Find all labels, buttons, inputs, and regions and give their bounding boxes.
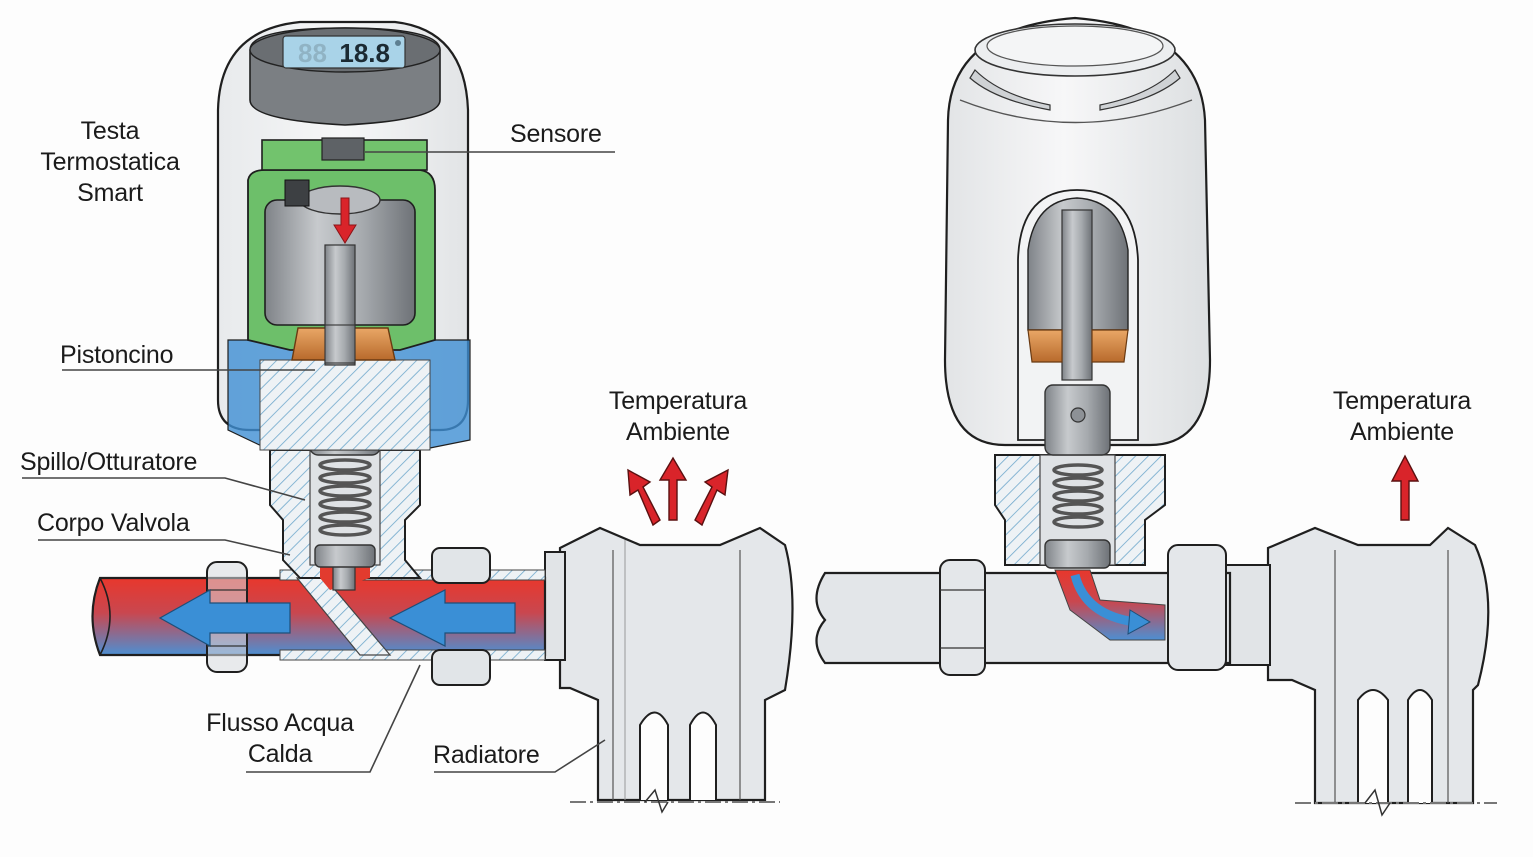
label-ambient-temp-left: Temperatura Ambiente — [588, 386, 768, 448]
label-hot-water-flow-line1: Flusso Acqua — [206, 709, 354, 737]
label-smart-head-line3: Smart — [77, 179, 143, 207]
valve-body-right — [994, 454, 1166, 569]
label-ambient-temp-right-line2: Ambiente — [1349, 418, 1454, 446]
label-piston: Pistoncino — [60, 341, 174, 369]
heat-arrow-left — [627, 468, 661, 527]
label-hot-water-flow-line2: Calda — [247, 740, 313, 768]
label-hot-water-flow: Flusso Acqua Calda — [190, 708, 370, 770]
leader-flusso — [246, 664, 421, 773]
svg-text:88: 88 — [298, 38, 327, 68]
pipe-nut-right — [431, 547, 491, 686]
label-sensor: Sensore — [510, 120, 602, 148]
heat-arrows-left — [627, 456, 729, 527]
label-valve-body: Corpo Valvola — [37, 509, 190, 537]
label-ambient-temp-right-line1: Temperatura — [1332, 387, 1472, 415]
leader-spillo — [22, 477, 306, 501]
heat-arrow-right — [694, 468, 729, 527]
radiator-right — [1224, 526, 1497, 817]
label-smart-head-line1: Testa — [80, 117, 140, 145]
heat-arrow-up — [1390, 454, 1420, 521]
label-ambient-temp-right: Temperatura Ambiente — [1312, 386, 1492, 448]
heat-arrows-right — [1390, 454, 1420, 521]
smart-head-right — [943, 16, 1212, 456]
label-ambient-temp-left-line1: Temperatura — [608, 387, 748, 415]
label-smart-head-line2: Termostatica — [40, 148, 180, 176]
heat-arrow-up — [658, 456, 688, 521]
heat-icon — [395, 40, 401, 46]
lcd-display — [282, 35, 406, 69]
label-pin-obturator: Spillo/Otturatore — [20, 448, 198, 476]
label-radiator: Radiatore — [433, 741, 540, 769]
flow-arrows-left — [158, 588, 516, 648]
label-ambient-temp-left-line2: Ambiente — [625, 418, 730, 446]
lcd-reading: 18.8 — [339, 38, 390, 68]
label-smart-head: Testa Termostatica Smart — [20, 116, 200, 209]
pipe-right — [815, 544, 1232, 676]
left-panel-open-valve: 18.8 88 — [22, 20, 794, 814]
leader-corpo — [38, 539, 291, 556]
leader-radiatore — [434, 739, 606, 773]
smart-head-left: 18.8 88 — [216, 20, 471, 451]
flow-arrow-right — [1127, 609, 1152, 635]
radiator-left — [544, 526, 794, 814]
right-panel-closed-valve — [815, 16, 1497, 817]
leader-lines-left — [22, 151, 615, 773]
